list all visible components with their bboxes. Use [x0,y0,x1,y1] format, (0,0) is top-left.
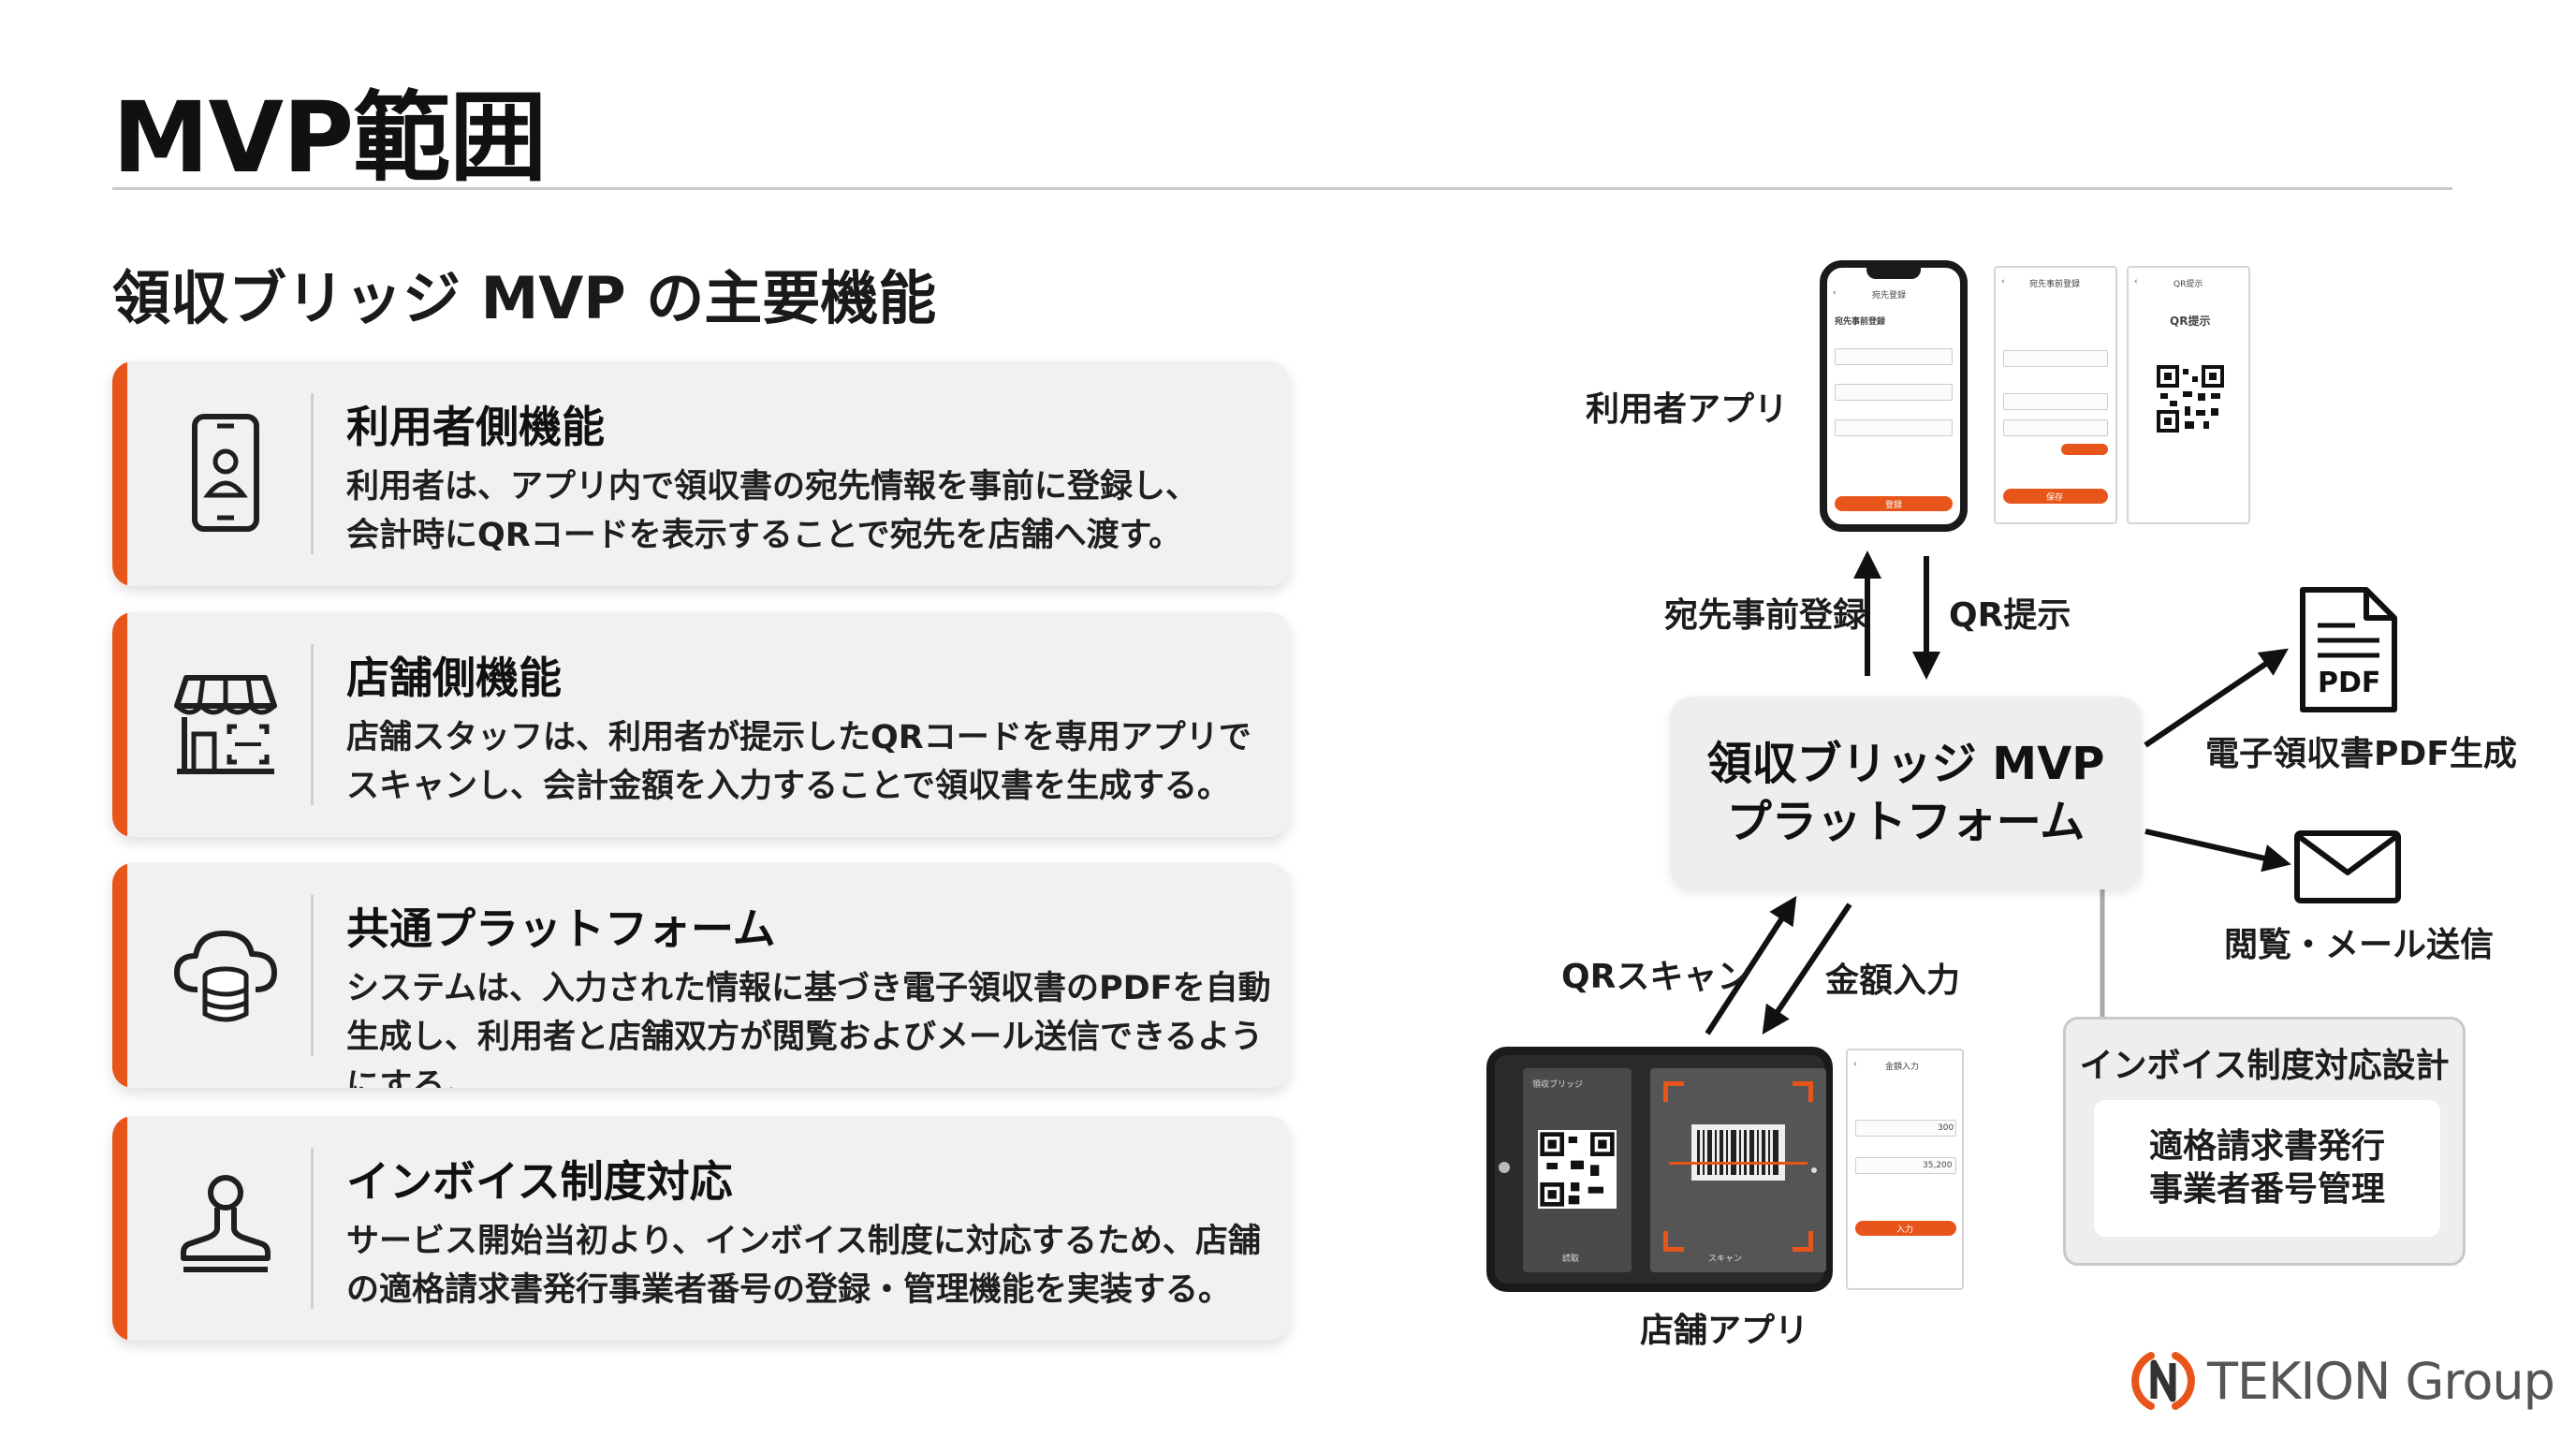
pdf-label: 電子領収書PDF生成 [2205,735,2517,773]
cloud-database-icon [165,910,286,1041]
tablet-scan-pane: スキャン [1650,1068,1826,1272]
card-description: サービス開始当初より、インボイス制度に対応するため、店舗 の適格請求書発行事業者… [346,1223,1261,1309]
mail-envelope-icon [2293,829,2402,908]
mail-arrow [2144,829,2291,873]
qr-present-label: QR提示 [1949,596,2071,635]
qr-code-icon [2157,365,2224,433]
section-subtitle: 領収ブリッジ MVP の主要機能 [112,264,937,332]
page-title: MVP範囲 [112,81,547,195]
mail-label: 閲覧・メール送信 [2224,926,2495,964]
amount-input-screen: ‹ 金額入力 300 35,200 入力 [1846,1049,1964,1290]
amount-label: 金額入力 [1825,961,1961,1000]
store-app-label: 店舗アプリ [1640,1312,1809,1350]
card-description: 利用者は、アプリ内で領収書の宛先情報を事前に登録し、 会計時にQRコードを表示す… [346,468,1199,554]
smartphone-user-icon [165,408,286,539]
feature-card-store: 店舗側機能 店舗スタッフは、利用者が提示したQRコードを専用アプリで スキャンし… [112,612,1290,837]
logo-text: TEKION Group [2207,1351,2555,1411]
qr-display-screen: ‹ QR提示 QR提示 [2127,266,2250,524]
card-title: 共通プラットフォーム [346,903,776,954]
company-logo: TEKION Group [2130,1348,2555,1414]
card-description: 店舗スタッフは、利用者が提示したQRコードを専用アプリで スキャンし、会計金額を… [346,719,1251,805]
pdf-document-icon: PDF [2297,584,2400,719]
tekion-logo-icon [2131,1352,2195,1410]
register-button [1835,496,1953,511]
store-tablet-mockup: 領収ブリッジ 読取 スキャン [1486,1047,1833,1292]
stamp-icon [165,1163,286,1294]
feature-card-platform: 共通プラットフォーム システムは、入力された情報に基づき電子領収書のPDFを自動… [112,863,1290,1088]
card-title: 利用者側機能 [346,402,605,452]
card-title: 店舗側機能 [346,653,562,703]
feature-card-user: 利用者側機能 利用者は、アプリ内で領収書の宛先情報を事前に登録し、 会計時にQR… [112,361,1290,586]
title-divider [112,187,2452,190]
registration-form-screen: ‹ 宛先事前登録 保存 [1994,266,2117,524]
barcode-icon [1691,1124,1785,1181]
card-title: インボイス制度対応 [346,1156,733,1207]
platform-box: 領収ブリッジ MVP プラットフォーム [1670,697,2142,889]
register-label: 宛先事前登録 [1664,596,1867,635]
qr-code-icon [1538,1130,1617,1209]
user-phone-mockup: ‹ 宛先登録 宛先事前登録 登録 [1820,260,1968,532]
invoice-design-box: インボイス制度対応設計 適格請求書発行 事業者番号管理 [2063,1017,2466,1266]
card-accent-bar [112,1116,127,1341]
card-description: システムは、入力された情報に基づき電子領収書のPDFを自動 生成し、利用者と店舗… [346,970,1271,1088]
card-accent-bar [112,361,127,586]
qr-scan-label: QRスキャン [1561,958,1751,996]
card-accent-bar [112,863,127,1088]
user-app-label: 利用者アプリ [1586,390,1789,429]
feature-card-invoice: インボイス制度対応 サービス開始当初より、インボイス制度に対応するため、店舗 の… [112,1116,1290,1341]
card-accent-bar [112,612,127,837]
storefront-scan-icon [165,659,286,790]
tablet-qr-pane: 領収ブリッジ 読取 [1523,1068,1632,1272]
